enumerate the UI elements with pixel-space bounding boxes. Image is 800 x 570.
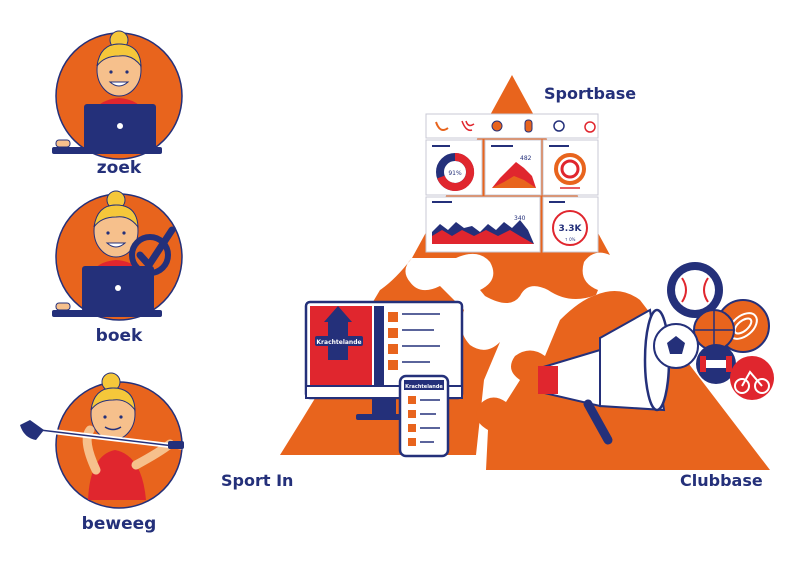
kpi-subvalue: ↑ 0% [565,237,576,242]
kpi-value: 3.3K [559,224,583,234]
person-search [52,30,183,160]
piece-label-clubbase: Clubbase [680,471,763,490]
wave-peak-value: 340 [514,215,526,222]
clubbase-megaphone [538,308,671,445]
check-icon [136,226,176,269]
sport-icon-row [435,119,596,133]
donut-chart [437,152,475,191]
donut-value: 91% [448,170,462,177]
ring-chart [554,153,586,185]
sportbase-dashboard: 91% 482 340 3.3K ↑ 0% [425,113,599,253]
piece-label-sport-in: Sport In [221,471,294,490]
area-peak-value: 482 [520,155,532,162]
stopwatch-icon [584,121,596,133]
shuttlecock-icon [435,121,449,131]
soccer-ball-icon [553,120,565,132]
sport-in-devices: Krachtelande Krachtelande [304,300,464,458]
baseball-icon [461,120,475,132]
basketball-icon [491,120,503,132]
phone-brand-banner: Krachtelande [405,384,443,390]
person-move [20,372,184,509]
monitor-brand-banner: Krachtelande [316,339,361,346]
clubbase-balls [653,262,774,400]
cycling-circle [730,356,774,400]
step-label-move: beweeg [81,514,157,534]
track-icon [524,119,533,133]
piece-label-sportbase: Sportbase [544,84,637,103]
step-label-book: boek [95,326,143,346]
person-book [52,190,183,321]
step-label-search: zoek [96,158,142,178]
